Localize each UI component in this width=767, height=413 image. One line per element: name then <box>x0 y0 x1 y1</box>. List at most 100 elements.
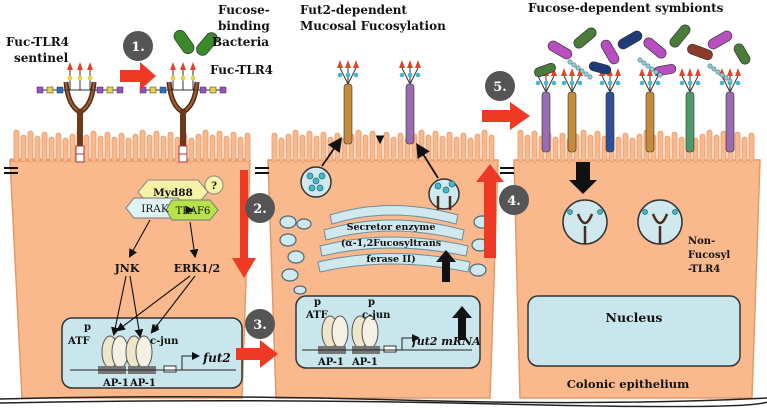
fucosylated-glycoprotein <box>679 68 701 153</box>
glycan-residue <box>577 80 583 86</box>
fucose-residue <box>337 60 343 68</box>
microvillus <box>278 137 285 163</box>
glycan-branch <box>409 67 419 85</box>
fucose-residue <box>727 68 733 76</box>
fuc-tlr4-label: Fuc-TLR4 <box>210 63 273 77</box>
glycan-residue <box>337 72 343 78</box>
microvillus <box>146 134 153 163</box>
microvillus <box>488 134 495 163</box>
microvillus <box>615 136 622 163</box>
cjun-label-2: c-jun <box>362 310 391 321</box>
glycan-residue <box>36 86 44 94</box>
receptor-transmembrane <box>180 110 186 146</box>
glycan-residue <box>561 80 567 86</box>
step-5-label: 5. <box>493 80 507 95</box>
glycan-branch <box>339 67 349 85</box>
glycan-branch <box>681 75 691 93</box>
bacterium <box>617 30 643 50</box>
microvillus <box>188 137 195 163</box>
glycan-residue <box>407 72 413 78</box>
microvillus <box>481 129 488 163</box>
sentinel-label-line1: Fuc-TLR4 <box>6 35 69 49</box>
glycan-residue <box>67 75 73 81</box>
glycan-branch <box>641 75 651 93</box>
glycan-residue <box>551 80 557 86</box>
microvillus <box>629 137 636 163</box>
coccus-chain-bead <box>641 60 647 66</box>
step-1-circle <box>123 31 153 61</box>
non-fucosyl-line2: Fucosyl <box>688 250 730 261</box>
coccus-chain-bead <box>711 66 717 72</box>
coccus-chain-bead <box>649 66 655 72</box>
ap1-label-2b: AP-1 <box>351 357 378 368</box>
glycan-residue <box>116 86 124 94</box>
microvillus <box>636 133 643 163</box>
coccus-chain-bead <box>571 62 577 68</box>
bacterium <box>669 24 691 48</box>
microvillus <box>425 134 432 163</box>
bacterium <box>534 62 556 78</box>
coccus-chain-bead <box>575 65 581 71</box>
step-markers <box>123 31 529 339</box>
microvillus <box>376 135 383 163</box>
microvillus <box>390 136 397 163</box>
microvillus <box>622 132 629 163</box>
fut2-title-line1: Fut2-dependent <box>300 3 407 17</box>
microvillus <box>292 129 299 163</box>
microvillus <box>720 130 727 163</box>
ap1-label-1a: AP-1 <box>102 378 129 389</box>
tight-junction-marks <box>4 167 514 174</box>
fucosylated-glycoprotein <box>337 60 359 145</box>
coccus-chain-bead <box>645 63 651 69</box>
microvillus <box>195 133 202 163</box>
step-1-label: 1. <box>131 40 145 55</box>
atf-label-1: ATF <box>67 336 90 347</box>
step-4-circle <box>499 185 529 215</box>
glycan-residue <box>599 80 605 86</box>
glycoprotein-core <box>605 91 615 153</box>
bacterium <box>643 37 667 59</box>
step-3-label: 3. <box>253 318 267 333</box>
microvillus <box>237 136 244 163</box>
coccus-chain-bead <box>587 74 593 80</box>
glycan-residue <box>655 80 661 86</box>
nucleus-label: Nucleus <box>606 310 663 325</box>
trafficking-arrows <box>321 137 439 179</box>
fucose-residue <box>569 68 575 76</box>
microvillus <box>216 130 223 163</box>
microvilli <box>13 129 755 163</box>
ap1-complex-cell-2 <box>302 315 472 354</box>
glycan-residue <box>607 80 613 86</box>
step-5-circle <box>485 71 515 101</box>
vesicle-sugar-beads <box>306 172 678 215</box>
secretor-enzyme-line1: Secretor enzyme <box>347 222 436 233</box>
vesicle-receptors <box>436 196 669 244</box>
microvillus <box>460 132 467 163</box>
coccus-chain-bead <box>579 68 585 74</box>
secretor-enzyme-line2: (α-1,2Fucosyltrans <box>341 238 441 249</box>
microvillus <box>671 131 678 163</box>
microvillus <box>531 130 538 163</box>
fucose-binding-line3: Bacteria <box>212 35 269 49</box>
tlr4-receptor <box>166 81 200 163</box>
microvillus <box>132 133 139 163</box>
coccus-chain-bead <box>715 69 721 75</box>
tlr4-receptor <box>63 81 97 163</box>
glycan-residue <box>106 86 114 94</box>
glycan-residue <box>719 80 725 86</box>
microvillus <box>223 135 230 163</box>
fucose-residue <box>345 60 351 68</box>
secretor-enzyme-line3: ferase II) <box>366 254 415 265</box>
myd88-label: Myd88 <box>153 187 193 199</box>
glycan-residue <box>190 75 196 81</box>
golgi-apparatus <box>317 205 471 273</box>
microvillus <box>327 136 334 163</box>
microvillus <box>552 136 559 163</box>
glycoprotein-core <box>405 83 415 145</box>
fucose-residue <box>67 62 73 70</box>
glycan-branch <box>545 75 555 93</box>
atf-label-2: ATF <box>305 310 328 321</box>
microvillus <box>83 134 90 163</box>
microvillus <box>285 133 292 163</box>
microvillus <box>355 129 362 163</box>
